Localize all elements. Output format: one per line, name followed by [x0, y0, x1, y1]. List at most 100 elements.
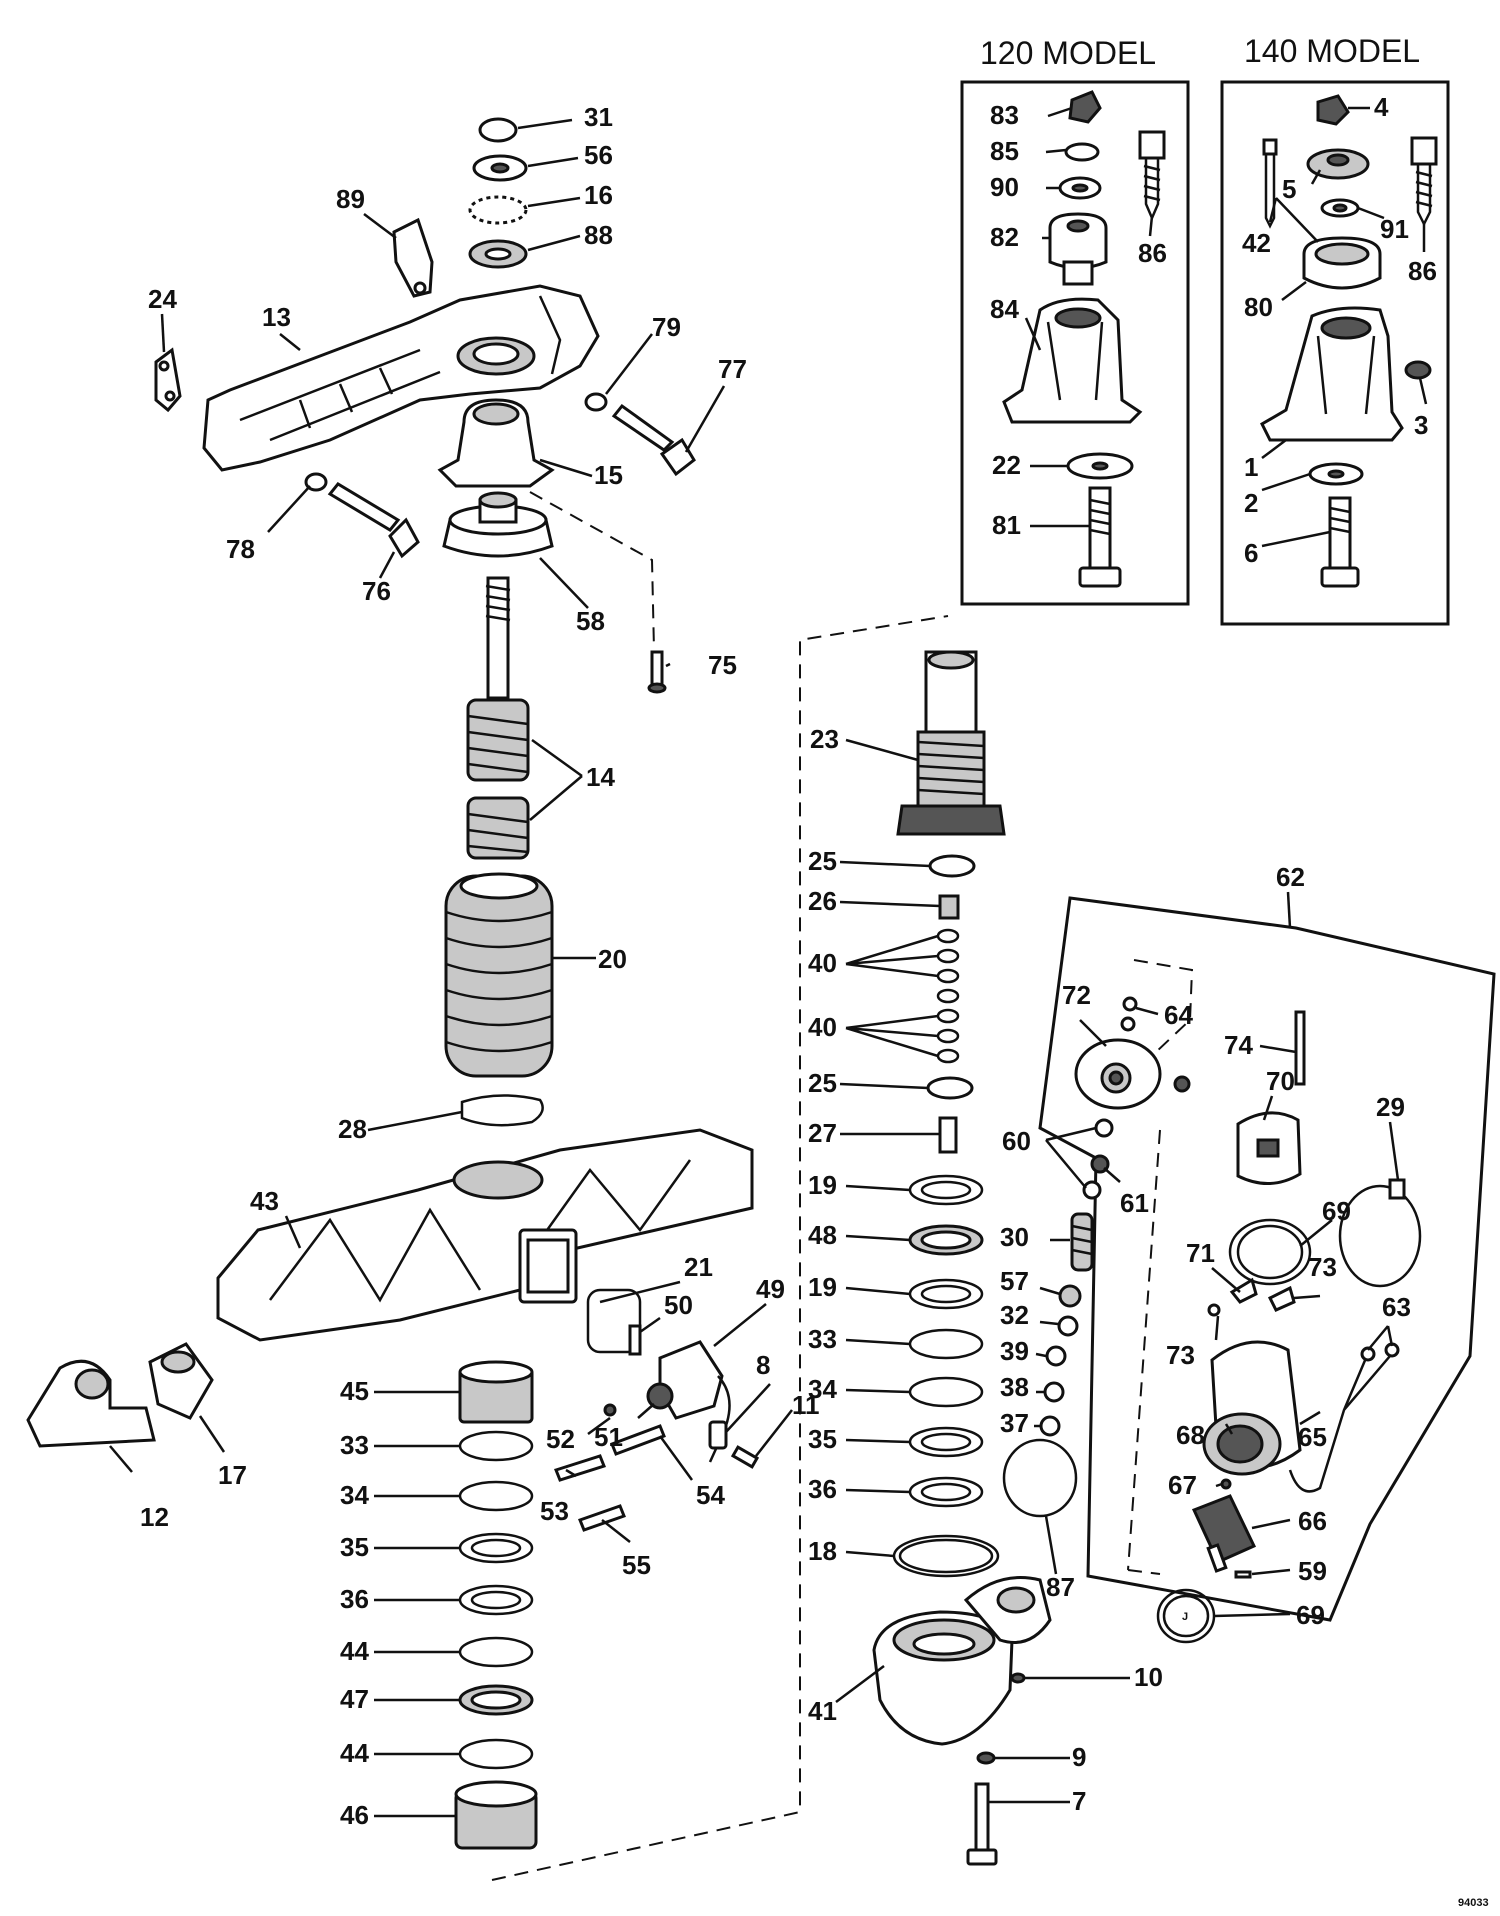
callout-79: 79: [652, 312, 681, 342]
alignment-dashed-line: [491, 615, 949, 1881]
header-140-model: 140 MODEL: [1244, 33, 1420, 69]
part-38-washer: [1043, 1381, 1065, 1403]
callout-16: 16: [584, 180, 613, 210]
spring-and-shaft: [444, 576, 554, 1127]
part-15-bushing: [437, 398, 555, 488]
part-33-shim-b: [908, 1328, 984, 1360]
callout-35: 35: [340, 1532, 369, 1562]
callout-44a: 44: [340, 1636, 369, 1666]
part-69-gasket-a: [1228, 1218, 1312, 1286]
callout-69b: 69: [1296, 1600, 1325, 1630]
callout-72: 72: [1062, 980, 1091, 1010]
callout-77: 77: [718, 354, 747, 384]
callout-22: 22: [992, 450, 1021, 480]
part-78-washer: [304, 472, 328, 492]
leader-lines: [109, 106, 1428, 1818]
part-23-pinion-shaft: [896, 650, 1006, 836]
callout-47: 47: [340, 1684, 369, 1714]
callout-58: 58: [576, 606, 605, 636]
callout-59: 59: [1298, 1556, 1327, 1586]
part-29-ring: [1338, 1184, 1422, 1288]
part-73-screw: [1207, 1303, 1221, 1317]
callout-32: 32: [1000, 1300, 1029, 1330]
part-59-pin: [1234, 1570, 1252, 1579]
part-74-nut: [1173, 1075, 1191, 1093]
callout-21: 21: [684, 1252, 713, 1282]
callout-48: 48: [808, 1220, 837, 1250]
part-50-pin: [628, 1324, 642, 1356]
part-3-lockwasher: [1404, 360, 1432, 380]
callout-86a: 86: [1138, 238, 1167, 268]
callout-54: 54: [696, 1480, 725, 1510]
callout-40b: 40: [808, 1012, 837, 1042]
callout-40a: 40: [808, 948, 837, 978]
callout-86b: 86: [1408, 256, 1437, 286]
part-86-screw-120: [1138, 130, 1166, 222]
part-9-nut: [976, 1751, 996, 1765]
part-84-bracket: [1002, 297, 1143, 424]
part-10-fitting: [1010, 1672, 1026, 1684]
callout-31: 31: [584, 102, 613, 132]
part-65-wires: [1288, 1355, 1391, 1493]
inset-frame-140: [1220, 80, 1450, 626]
callout-36: 36: [340, 1584, 369, 1614]
callout-84: 84: [990, 294, 1019, 324]
callout-9: 9: [1072, 1742, 1086, 1772]
callout-1: 1: [1244, 452, 1258, 482]
callout-45: 45: [340, 1376, 369, 1406]
part-76-bolt: [327, 482, 420, 559]
callout-57: 57: [1000, 1266, 1029, 1296]
part-4-nut: [1316, 94, 1350, 126]
model-120-inset: 120 MODEL: [960, 35, 1190, 606]
part-79-washer: [584, 392, 608, 412]
callout-13: 13: [262, 302, 291, 332]
part-81-bolt: [1078, 486, 1122, 588]
callout-11: 11: [792, 1390, 820, 1420]
callout-89: 89: [336, 184, 365, 214]
callout-71: 71: [1186, 1238, 1215, 1268]
callout-34: 34: [340, 1480, 369, 1510]
callout-35b: 35: [808, 1424, 837, 1454]
part-68-motor-housing: [1202, 1340, 1302, 1476]
callout-10: 10: [1134, 1662, 1163, 1692]
part-55-pin: [578, 1504, 626, 1532]
left-shim-stack: [454, 1360, 538, 1850]
callout-33: 33: [340, 1430, 369, 1460]
callout-70: 70: [1266, 1066, 1295, 1096]
callout-15: 15: [594, 460, 623, 490]
part-44-race-b: [458, 1738, 534, 1770]
callout-65: 65: [1298, 1422, 1327, 1452]
part-43-swivel-housing: [216, 1128, 760, 1532]
callout-63: 63: [1382, 1292, 1411, 1322]
callout-14: 14: [586, 762, 615, 792]
part-7-bolt: [966, 1782, 998, 1866]
part-51-gear: [646, 1382, 674, 1410]
model-140-inset: 140 MODEL: [1220, 33, 1450, 626]
callout-33b: 33: [808, 1324, 837, 1354]
callout-42: 42: [1242, 228, 1271, 258]
callout-51: 51: [594, 1422, 623, 1452]
callout-41: 41: [808, 1696, 837, 1726]
callout-55: 55: [622, 1550, 651, 1580]
part-40-spring-washers: [936, 928, 960, 1064]
callout-18: 18: [808, 1536, 837, 1566]
callout-66: 66: [1298, 1506, 1327, 1536]
part-18-o-ring: [892, 1534, 1000, 1578]
part-20-bellows: [444, 872, 554, 1078]
part-34-shim-b: [908, 1376, 984, 1408]
callout-labels: 31 56 16 88 89 24 13 79 77 15 78 76 58 7…: [140, 92, 1489, 1909]
part-42-screw: [1262, 138, 1278, 229]
part-64-washer: [1122, 996, 1138, 1012]
callout-80: 80: [1244, 292, 1273, 322]
part-71-clip: [1229, 1277, 1258, 1304]
callout-74: 74: [1224, 1030, 1253, 1060]
part-53-pin: [554, 1454, 606, 1482]
callout-67: 67: [1168, 1470, 1197, 1500]
callout-3: 3: [1414, 410, 1428, 440]
part-16-washer: [468, 195, 528, 225]
footer-code: 94033: [1458, 1897, 1489, 1909]
callout-2: 2: [1244, 488, 1258, 518]
part-66-armature: [1191, 1494, 1257, 1573]
callout-69a: 69: [1322, 1196, 1351, 1226]
